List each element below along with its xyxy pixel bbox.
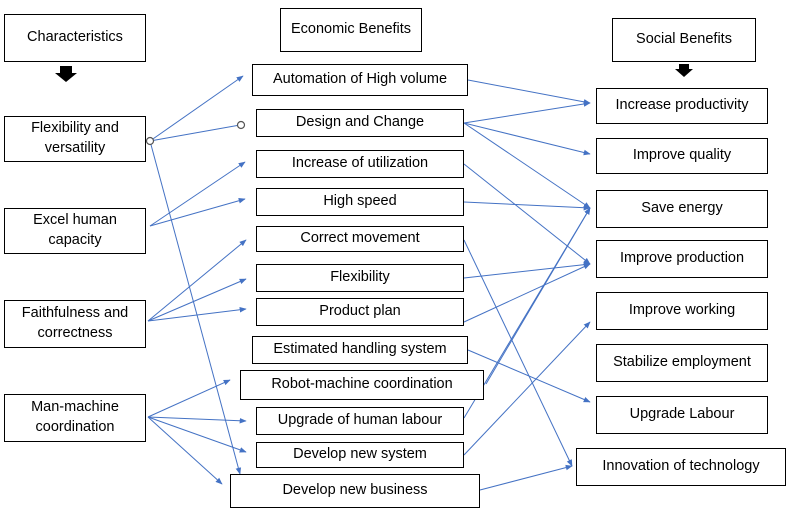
economic-benefits-header: Economic Benefits <box>280 8 422 52</box>
connector-e12-s8 <box>479 464 573 491</box>
economic-develop-new-system: Develop new system <box>256 442 464 468</box>
connector-e2-s2 <box>463 122 591 156</box>
connector-e7-s4 <box>463 263 591 323</box>
connector-c2-e4 <box>149 198 246 227</box>
social-improve-working: Improve working <box>596 292 768 330</box>
characteristic-flexibility-versatility: Flexibility and versatility <box>4 116 146 162</box>
connector-e2-s3 <box>463 122 591 209</box>
economic-increase-utilization: Increase of utilization <box>256 150 464 178</box>
connector-c3-e5 <box>147 239 247 322</box>
social-improve-production: Improve production <box>596 240 768 278</box>
social-stabilize-employment: Stabilize employment <box>596 344 768 382</box>
characteristic-excel-human-capacity: Excel human capacity <box>4 208 146 254</box>
social-increase-productivity: Increase productivity <box>596 88 768 124</box>
economic-robot-machine-coordination: Robot-machine coordination <box>240 370 484 400</box>
connector-c3-e7 <box>147 306 247 322</box>
economic-develop-new-business: Develop new business <box>230 474 480 508</box>
economic-high-speed: High speed <box>256 188 464 216</box>
social-improve-quality: Improve quality <box>596 138 768 174</box>
connector-e2-s1 <box>463 101 591 124</box>
connector-e6-s4 <box>463 261 591 279</box>
economic-automation-high-volume: Automation of High volume <box>252 64 468 96</box>
economic-upgrade-human-labour: Upgrade of human labour <box>256 407 464 435</box>
social-save-energy: Save energy <box>596 190 768 228</box>
connector-e11-s5 <box>463 321 591 456</box>
connector-c1-e12 <box>149 140 242 475</box>
connector-e10-s3 <box>463 207 591 419</box>
social-benefits-header: Social Benefits <box>612 18 756 62</box>
economic-product-plan: Product plan <box>256 298 464 326</box>
characteristic-man-machine-coordination: Man-machine coordination <box>4 394 146 442</box>
connector-e1-s1 <box>467 79 591 105</box>
economic-flexibility: Flexibility <box>256 264 464 292</box>
characteristics-header: Characteristics <box>4 14 146 62</box>
connector-end-node <box>236 120 246 130</box>
connector-e5-s8 <box>463 239 573 467</box>
characteristic-faithfulness-correctness: Faithfulness and correctness <box>4 300 146 348</box>
connector-c1-e2 <box>149 124 241 142</box>
connector-e8-s7 <box>467 349 591 403</box>
connector-c2-e3 <box>149 161 246 227</box>
connector-c4-e9 <box>147 379 231 418</box>
connector-c4-e11 <box>147 416 247 453</box>
economic-estimated-handling-system: Estimated handling system <box>252 336 468 364</box>
connector-e4-s3 <box>463 201 591 211</box>
connector-c4-e10 <box>147 416 247 424</box>
connector-e3-s4 <box>463 163 591 265</box>
economic-design-and-change: Design and Change <box>256 109 464 137</box>
economic-correct-movement: Correct movement <box>256 226 464 252</box>
connector-c1-e1 <box>149 75 244 142</box>
social-upgrade-labour: Upgrade Labour <box>596 396 768 434</box>
social-innovation-technology: Innovation of technology <box>576 448 786 486</box>
branch-node <box>145 136 155 146</box>
connector-c3-e6 <box>147 278 247 322</box>
connector-c4-e12 <box>147 416 223 485</box>
